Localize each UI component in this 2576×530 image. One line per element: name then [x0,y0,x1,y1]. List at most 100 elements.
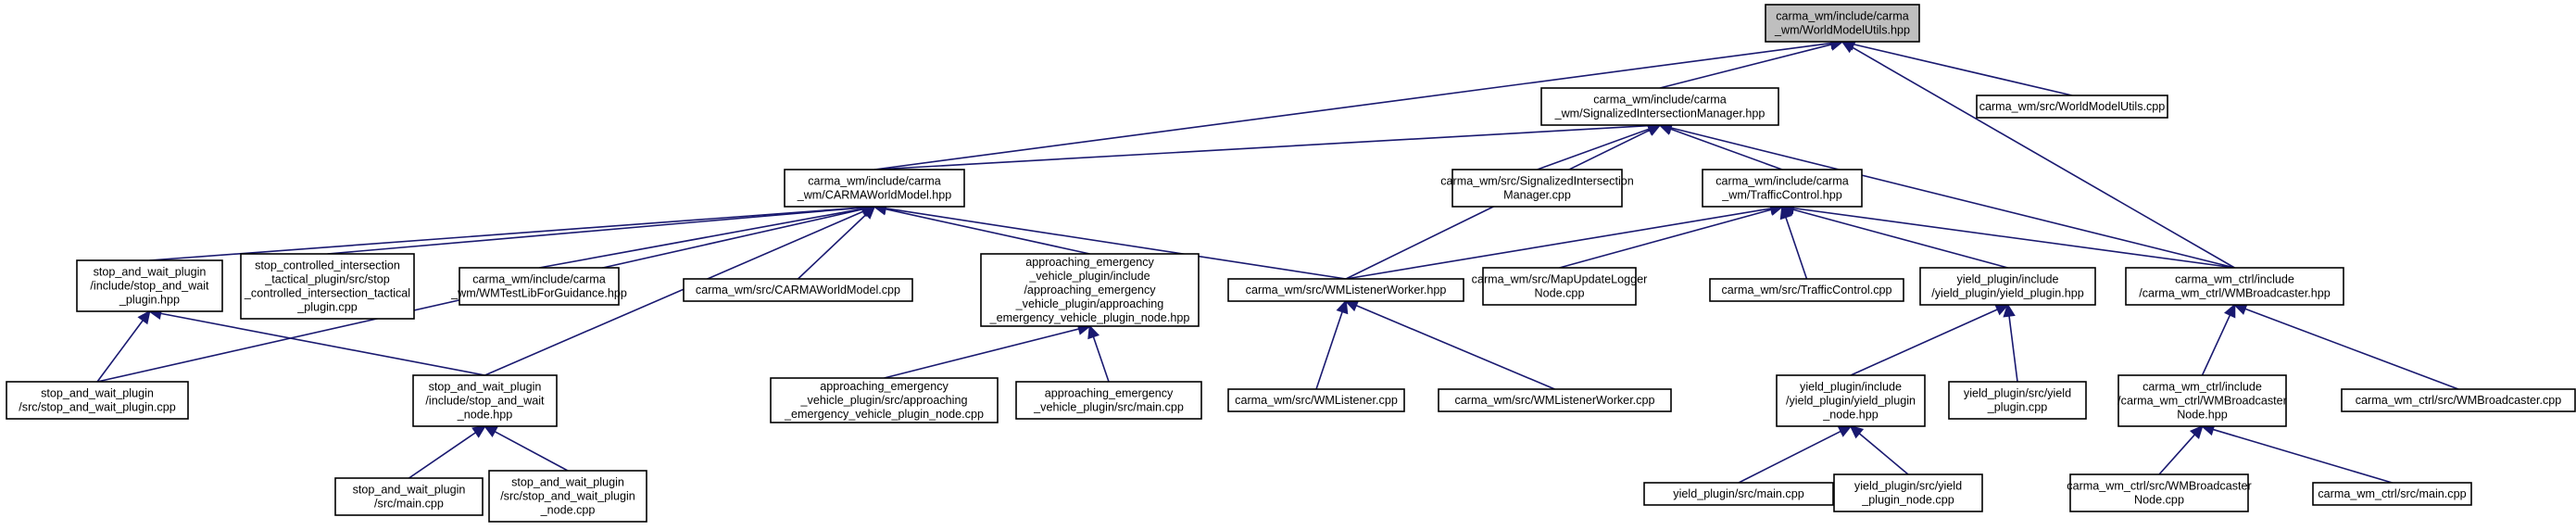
edge-n5-to-n1 [1670,128,1783,170]
graph-node-n9[interactable]: carma_wm/src/CARMAWorldModel.cpp [683,278,913,302]
arrowhead-n20-to-n11 [1336,299,1349,315]
node-box [2117,374,2287,427]
graph-node-n18[interactable]: approaching_emergency_vehicle_plugin/src… [770,377,999,423]
node-label-line: /src/main.cpp [374,498,444,511]
graph-node-n4[interactable]: carma_wm/src/SignalizedIntersectionManag… [1440,169,1634,208]
node-box [1833,473,1983,512]
node-label-line: _plugin.hpp [119,294,180,307]
graph-node-n22[interactable]: yield_plugin/include/yield_plugin/yield_… [1776,374,1926,427]
edge-n17-to-n3 [484,210,865,376]
node-label-line: approaching_emergency [1025,256,1154,269]
node-label-line: yield_plugin/src/yield [1854,480,1962,493]
graph-node-n29[interactable]: yield_plugin/src/yield_plugin_node.cpp [1833,473,1983,512]
node-label-line: stop_and_wait_plugin [353,484,466,497]
node-label-line: /include/stop_and_wait [90,280,209,293]
graph-node-n13[interactable]: carma_wm/src/TrafficControl.cpp [1709,278,1904,302]
edge-n11-to-n5 [1345,208,1772,280]
node-label-line: /src/stop_and_wait_plugin.cpp [19,401,175,414]
node-label-line: _vehicle_plugin/include [1028,270,1150,283]
graph-node-n19[interactable]: approaching_emergency_vehicle_plugin/src… [1015,381,1202,420]
node-label-line: carma_wm/src/SignalizedIntersection [1440,175,1634,188]
graph-node-n17[interactable]: stop_and_wait_plugin/include/stop_and_wa… [412,374,558,427]
graph-node-n20[interactable]: carma_wm/src/WMListener.cpp [1227,388,1405,412]
node-box [2125,267,2344,306]
node-label-line: _plugin.cpp [1987,401,2047,414]
node-label-line: /include/stop_and_wait [425,395,545,408]
graph-node-n3[interactable]: carma_wm/include/carma_wm/CARMAWorldMode… [784,169,965,208]
edge-n16-to-n6 [96,320,144,383]
graph-node-n21[interactable]: carma_wm/src/WMListenerWorker.cpp [1438,388,1672,412]
node-label-line: _wm/TrafficControl.hpp [1721,189,1842,202]
graph-node-n8[interactable]: carma_wm/include/carma_wm/WMTestLibForGu… [450,267,627,306]
graph-node-n27[interactable]: stop_and_wait_plugin/src/stop_and_wait_p… [488,470,647,523]
edge-n21-to-n11 [1355,304,1555,390]
node-label-line: _vehicle_plugin/approaching [1015,297,1164,310]
arrowhead-n24-to-n15 [2224,303,2236,319]
edge-n8-to-n3 [538,208,864,269]
arrowhead-n11-to-n1 [1646,124,1662,136]
graph-node-n15[interactable]: carma_wm_ctrl/include/carma_wm_ctrl/WMBr… [2125,267,2344,306]
edge-n26-to-n17 [408,432,477,479]
graph-node-n2[interactable]: carma_wm/src/WorldModelUtils.cpp [1976,95,2168,119]
arrowhead-n16-to-n6 [137,309,151,325]
node-label-line: carma_wm/include/carma [472,273,605,286]
node-label-line: Node.hpp [2177,409,2228,422]
graph-node-n5[interactable]: carma_wm/include/carma_wm/TrafficControl… [1702,169,1863,208]
graph-node-n28[interactable]: yield_plugin/src/main.cpp [1643,482,1834,506]
node-label-line: _controlled_intersection_tactical [244,287,410,300]
node-label-line: carma_wm_ctrl/include [2142,381,2262,394]
node-box [1919,267,2096,306]
edge-n6-to-n3 [149,207,864,261]
node-box [1643,482,1834,506]
graph-node-n1[interactable]: carma_wm/include/carma_wm/SignalizedInte… [1540,87,1779,126]
node-box [1227,388,1405,412]
node-box [770,377,999,423]
node-label-line: _tactical_plugin/src/stop [264,273,389,286]
graph-node-n14[interactable]: yield_plugin/include/yield_plugin/yield_… [1919,267,2096,306]
node-label-line: stop_and_wait_plugin [429,381,542,394]
edge-n30-to-n24 [2158,434,2196,475]
node-label-line: carma_wm_ctrl/src/WMBroadcaster.cpp [2356,394,2562,407]
graph-node-n16[interactable]: stop_and_wait_plugin/src/stop_and_wait_p… [6,381,189,420]
node-label-line: _emergency_vehicle_plugin_node.hpp [989,311,1190,324]
arrowhead-n21-to-n11 [1344,299,1360,312]
node-box [1015,381,1202,420]
graph-node-n6[interactable]: stop_and_wait_plugin/include/stop_and_wa… [76,259,223,312]
node-label-line: /approaching_emergency [1024,284,1156,297]
node-label-line: yield_plugin/src/main.cpp [1673,487,1803,500]
node-label-line: Node.cpp [1535,287,1585,300]
node-box [76,259,223,312]
node-label-line: _wm/WMTestLibForGuidance.hpp [450,287,627,300]
edge-n10-to-n3 [885,208,1090,255]
graph-node-n24[interactable]: carma_wm_ctrl/include/carma_wm_ctrl/WMBr… [2117,374,2287,427]
graph-node-n26[interactable]: stop_and_wait_plugin/src/main.cpp [334,477,484,516]
node-label-line: stop_and_wait_plugin [41,387,154,400]
graph-node-n7[interactable]: stop_controlled_intersection_tactical_pl… [240,253,415,320]
node-box [1948,381,2087,420]
node-label-line: carma_wm_ctrl/src/WMBroadcaster [2067,480,2251,493]
arrowhead-n26-to-n17 [471,424,487,438]
node-box [412,374,558,427]
node-box [459,267,620,306]
edge-n27-to-n17 [494,430,569,472]
node-label-line: /yield_plugin/yield_plugin [1786,395,1916,408]
graph-node-n10[interactable]: approaching_emergency_vehicle_plugin/inc… [980,253,1200,327]
graph-node-n0: carma_wm/include/carma_wm/WorldModelUtil… [1765,4,1920,43]
node-box [334,477,484,516]
graph-node-n31[interactable]: carma_wm_ctrl/src/main.cpp [2312,482,2472,506]
graph-node-n23[interactable]: yield_plugin/src/yield_plugin.cpp [1948,381,2087,420]
node-box [1709,278,1904,302]
edge-n20-to-n11 [1315,311,1343,390]
node-box [2341,388,2576,412]
graph-node-n11[interactable]: carma_wm/src/WMListenerWorker.hpp [1227,278,1464,302]
edge-n13-to-n5 [1785,217,1808,280]
edge-n12-to-n5 [1559,208,1772,269]
arrowhead-n29-to-n22 [1849,424,1865,439]
node-label-line: Node.cpp [2134,494,2184,507]
node-label-line: /carma_wm_ctrl/WMBroadcaster.hpp [2139,287,2330,300]
node-label-line: carma_wm/include/carma [1593,94,1726,107]
graph-node-n25[interactable]: carma_wm_ctrl/src/WMBroadcaster.cpp [2341,388,2576,412]
node-label-line: yield_plugin/src/yield [1964,387,2071,400]
